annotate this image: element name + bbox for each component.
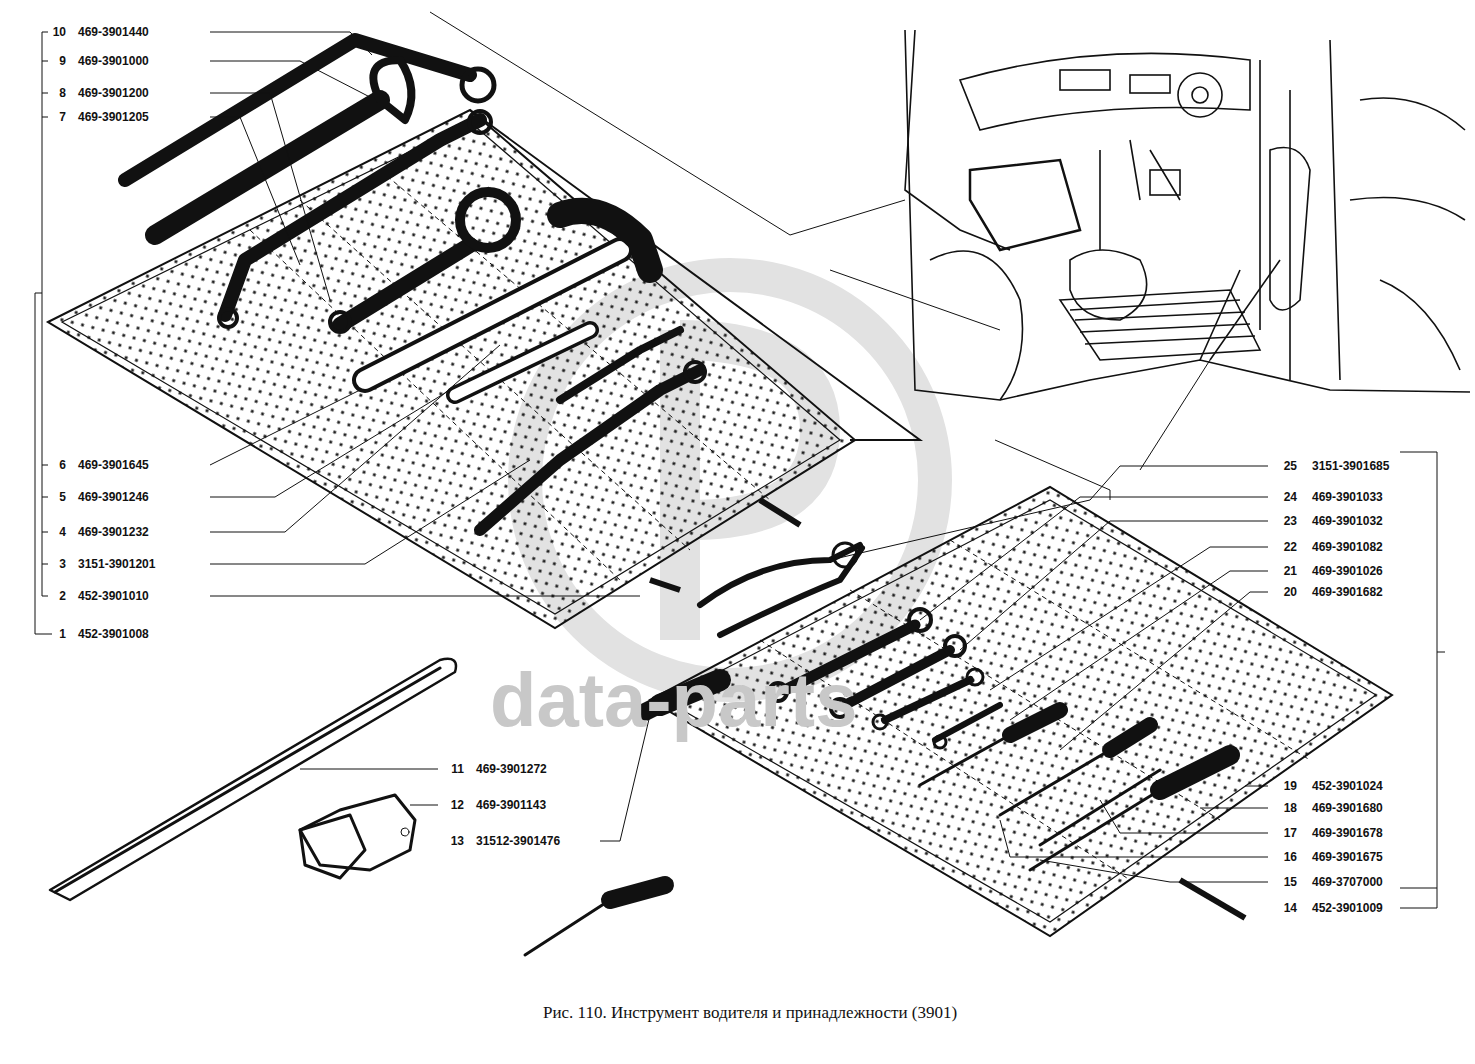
part-number: 469-3901143 bbox=[476, 798, 546, 812]
part-number: 469-3901205 bbox=[78, 110, 149, 124]
figure-caption: Рис. 110. Инструмент водителя и принадле… bbox=[543, 1003, 957, 1023]
callout-number: 25 bbox=[1284, 459, 1297, 473]
tool-board bbox=[48, 110, 920, 628]
part-number: 469-3901200 bbox=[78, 86, 149, 100]
part-number: 469-3901645 bbox=[78, 458, 149, 472]
part-number: 469-3901032 bbox=[1312, 514, 1383, 528]
part-number: 3151-3901201 bbox=[78, 557, 155, 571]
part-number: 469-3901272 bbox=[476, 762, 547, 776]
callout-number: 9 bbox=[59, 54, 66, 68]
callout-number: 13 bbox=[451, 834, 464, 848]
callout-number: 2 bbox=[59, 589, 66, 603]
callout-number: 8 bbox=[59, 86, 66, 100]
callout-number: 18 bbox=[1284, 801, 1297, 815]
part-number: 469-3901026 bbox=[1312, 564, 1383, 578]
part-number: 469-3901082 bbox=[1312, 540, 1383, 554]
callout-number: 19 bbox=[1284, 779, 1297, 793]
part-number: 469-3901440 bbox=[78, 25, 149, 39]
callout-number: 7 bbox=[59, 110, 66, 124]
callout-number: 4 bbox=[59, 525, 66, 539]
part-number: 469-3901678 bbox=[1312, 826, 1383, 840]
part-number: 31512-3901476 bbox=[476, 834, 560, 848]
part-number: 452-3901009 bbox=[1312, 901, 1383, 915]
part-number: 469-3901000 bbox=[78, 54, 149, 68]
part-number: 469-3901246 bbox=[78, 490, 149, 504]
callout-number: 15 bbox=[1284, 875, 1297, 889]
callout-number: 11 bbox=[451, 762, 464, 776]
callout-number: 1 bbox=[59, 627, 66, 641]
callout-number: 14 bbox=[1284, 901, 1297, 915]
part-number: 469-3707000 bbox=[1312, 875, 1383, 889]
part-number: 469-3901033 bbox=[1312, 490, 1383, 504]
leader-line bbox=[35, 32, 1445, 908]
part-number: 469-3901680 bbox=[1312, 801, 1383, 815]
callout-number: 23 bbox=[1284, 514, 1297, 528]
part-number: 452-3901008 bbox=[78, 627, 149, 641]
callout-number: 12 bbox=[451, 798, 464, 812]
callout-number: 3 bbox=[59, 557, 66, 571]
cab-inset bbox=[905, 30, 1470, 400]
callout-number: 24 bbox=[1284, 490, 1297, 504]
callout-number: 17 bbox=[1284, 826, 1297, 840]
watermark: data-parts bbox=[490, 660, 857, 740]
callout-number: 16 bbox=[1284, 850, 1297, 864]
part-number: 469-3901675 bbox=[1312, 850, 1383, 864]
part-number: 3151-3901685 bbox=[1312, 459, 1389, 473]
callout-number: 22 bbox=[1284, 540, 1297, 554]
callout-number: 10 bbox=[53, 25, 66, 39]
part-number: 452-3901024 bbox=[1312, 779, 1383, 793]
callout-number: 6 bbox=[59, 458, 66, 472]
part-number: 452-3901010 bbox=[78, 589, 149, 603]
part-number: 469-3901682 bbox=[1312, 585, 1383, 599]
part-number: 469-3901232 bbox=[78, 525, 149, 539]
callout-number: 5 bbox=[59, 490, 66, 504]
callout-number: 21 bbox=[1284, 564, 1297, 578]
callout-number: 20 bbox=[1284, 585, 1297, 599]
tools bbox=[125, 40, 705, 530]
